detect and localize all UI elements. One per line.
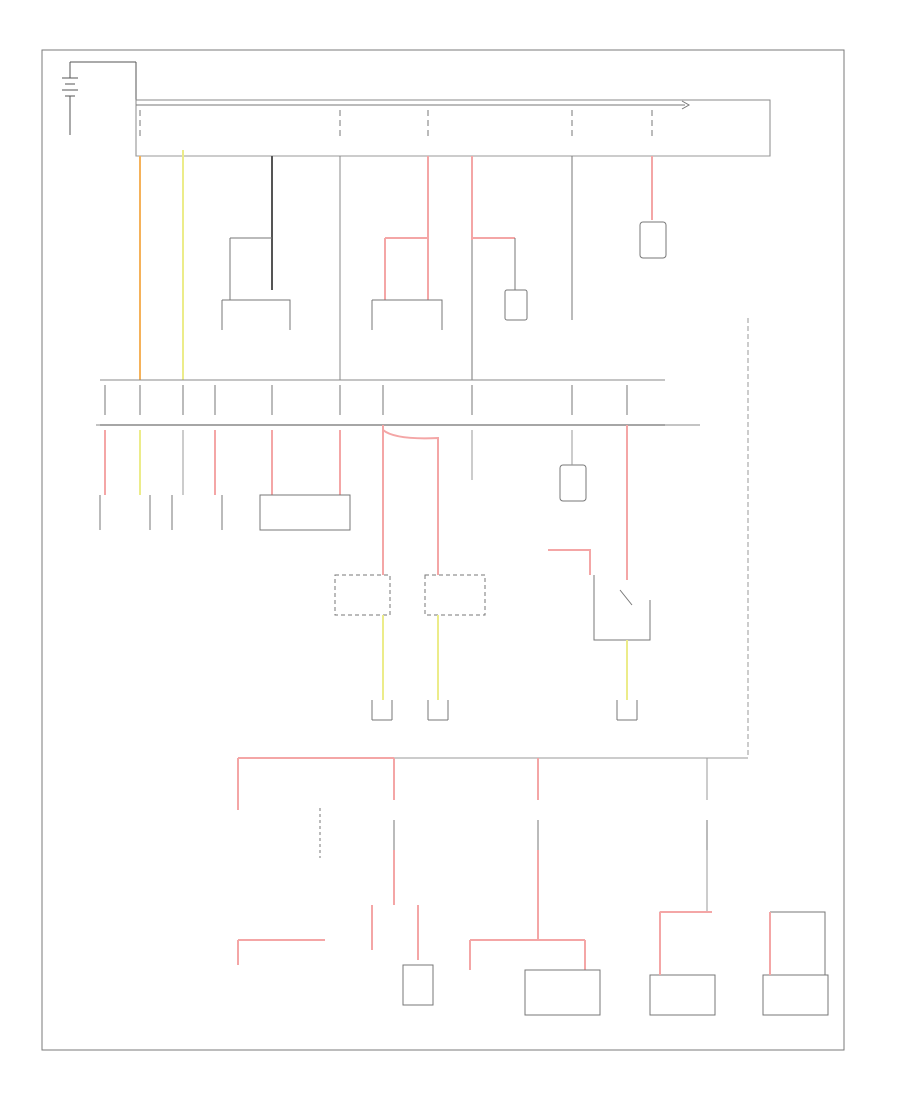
wire-red-13 (469, 940, 586, 970)
diagram-frame (41, 49, 845, 1051)
relay-box-1 (472, 237, 528, 321)
control-module-2 (371, 237, 443, 330)
module-row-bottom (402, 850, 829, 1016)
fuse-block-top (135, 99, 771, 157)
battery-symbol (62, 61, 137, 135)
module-row-3 (99, 494, 351, 531)
switch-assembly (548, 425, 651, 700)
wire-red-harness-2 (382, 429, 439, 575)
fuse-row-top (139, 110, 653, 136)
control-module-1 (221, 237, 291, 330)
fuse-row-middle (104, 385, 628, 415)
wire-red-14 (237, 939, 325, 965)
component-box-2 (559, 464, 587, 502)
fuse-row-lower (319, 808, 708, 858)
relay-cluster (334, 574, 486, 700)
component-box-1 (639, 221, 667, 259)
arrow-icon (681, 100, 691, 110)
ground-symbols (371, 700, 638, 721)
